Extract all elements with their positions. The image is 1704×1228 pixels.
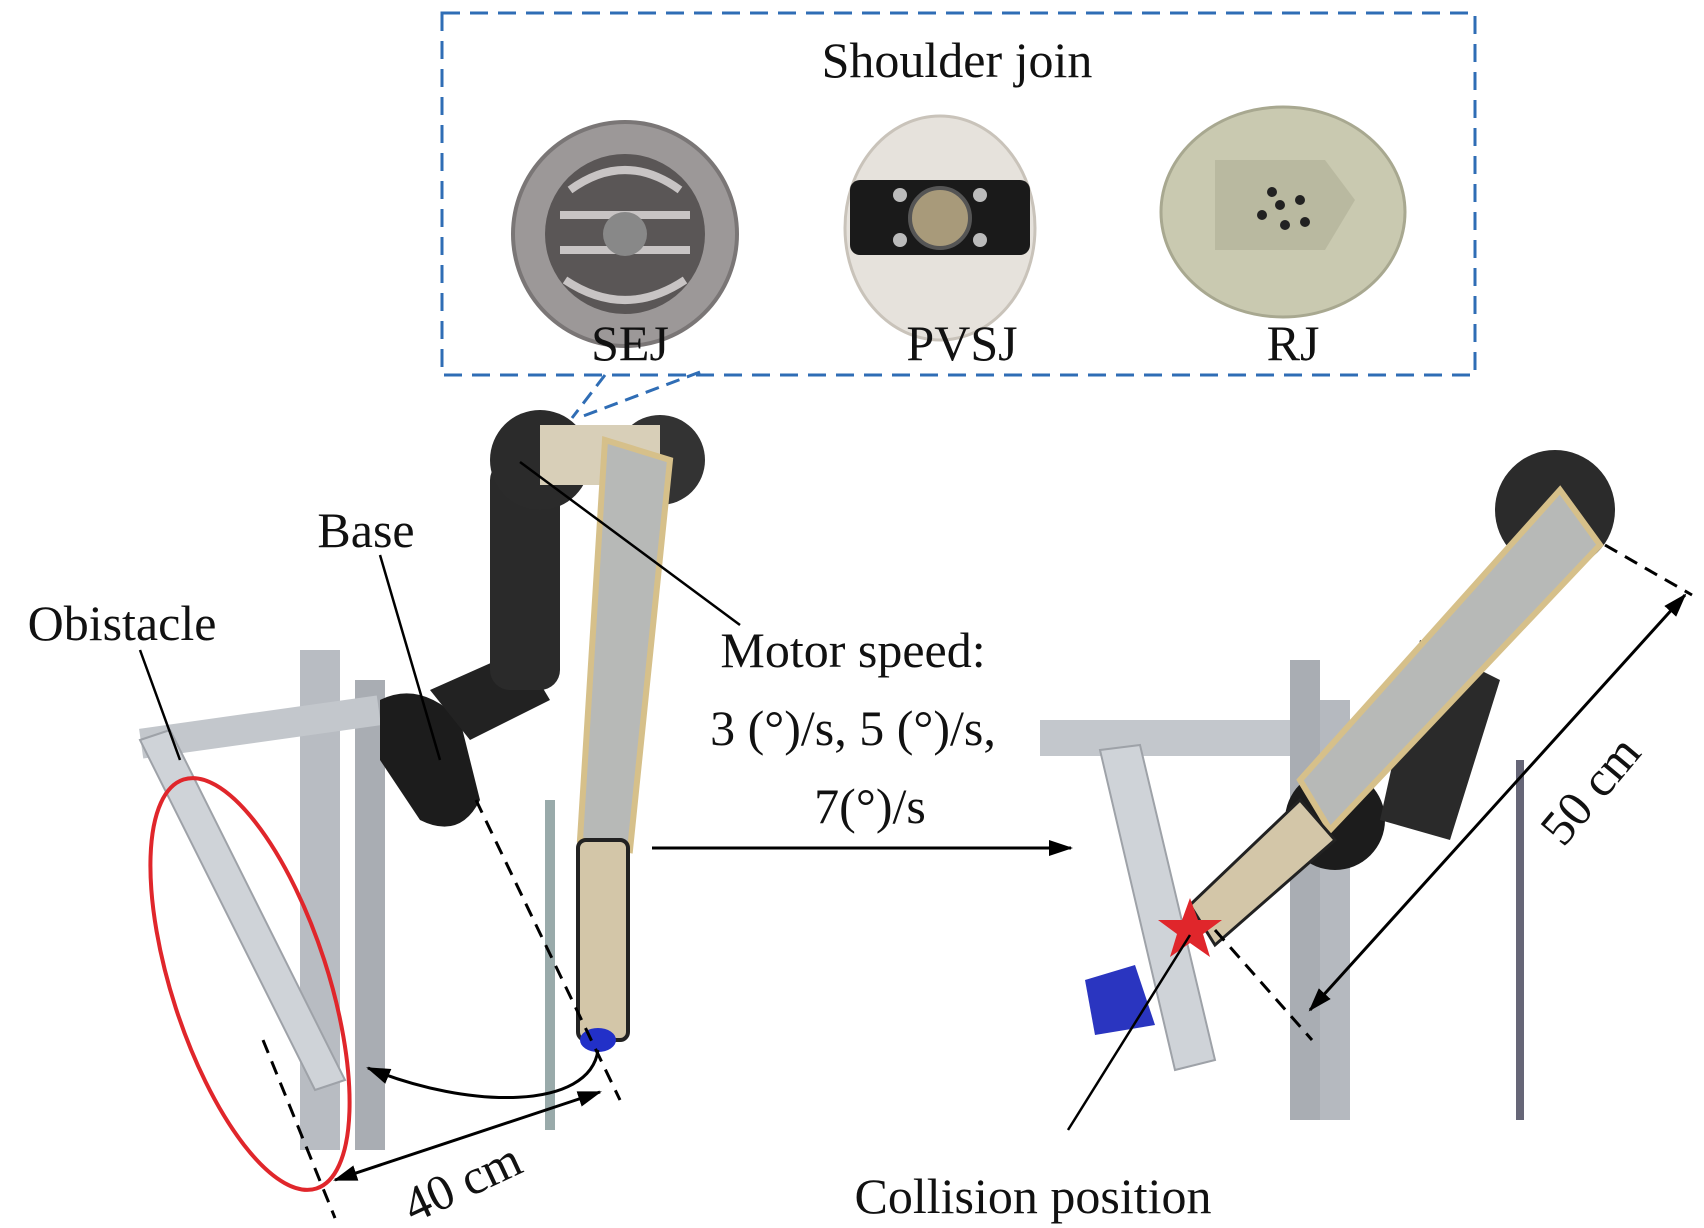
left-robot-photo — [138, 410, 705, 1150]
motor-speed-values-line2: 7(°)/s — [814, 778, 926, 834]
base-leader-line — [378, 554, 442, 761]
collision-star-icon — [1158, 898, 1222, 957]
obstacle-label: Obistacle — [27, 595, 217, 651]
motor-speed-title: Motor speed: — [720, 622, 986, 678]
joint-label-rj: RJ — [1266, 315, 1320, 371]
obstacle-highlight-ellipse — [148, 776, 352, 1192]
inset-leader-line — [570, 374, 607, 419]
joint-label-sej: SEJ — [591, 315, 669, 371]
shoulder-leader-line — [519, 460, 741, 627]
inset-leader-line — [577, 370, 701, 420]
reference-dashed-line — [1604, 543, 1693, 597]
inset-title: Shoulder join — [821, 32, 1093, 88]
rj-joint-photo — [1159, 105, 1407, 319]
swing-arc-arrow — [366, 1049, 600, 1100]
joint-label-pvsj: PVSJ — [906, 315, 1018, 371]
right-robot-photo — [1040, 450, 1615, 1120]
reference-dashed-line — [474, 799, 622, 1101]
dimension-arrow-50cm — [1308, 593, 1687, 1012]
pvsj-joint-photo — [843, 114, 1037, 342]
dimension-arrow-40cm — [333, 1090, 602, 1182]
inset-dashed-box — [440, 11, 1477, 377]
collision-leader-line — [1066, 934, 1192, 1131]
motor-speed-values-line1: 3 (°)/s, 5 (°)/s, — [710, 700, 996, 756]
reference-dashed-line — [1213, 929, 1314, 1041]
reference-dashed-line — [261, 1039, 337, 1219]
collision-position-label: Collision position — [854, 1168, 1212, 1224]
base-label: Base — [317, 502, 415, 558]
obstacle-leader-line — [138, 649, 182, 761]
sej-joint-photo — [511, 120, 739, 348]
